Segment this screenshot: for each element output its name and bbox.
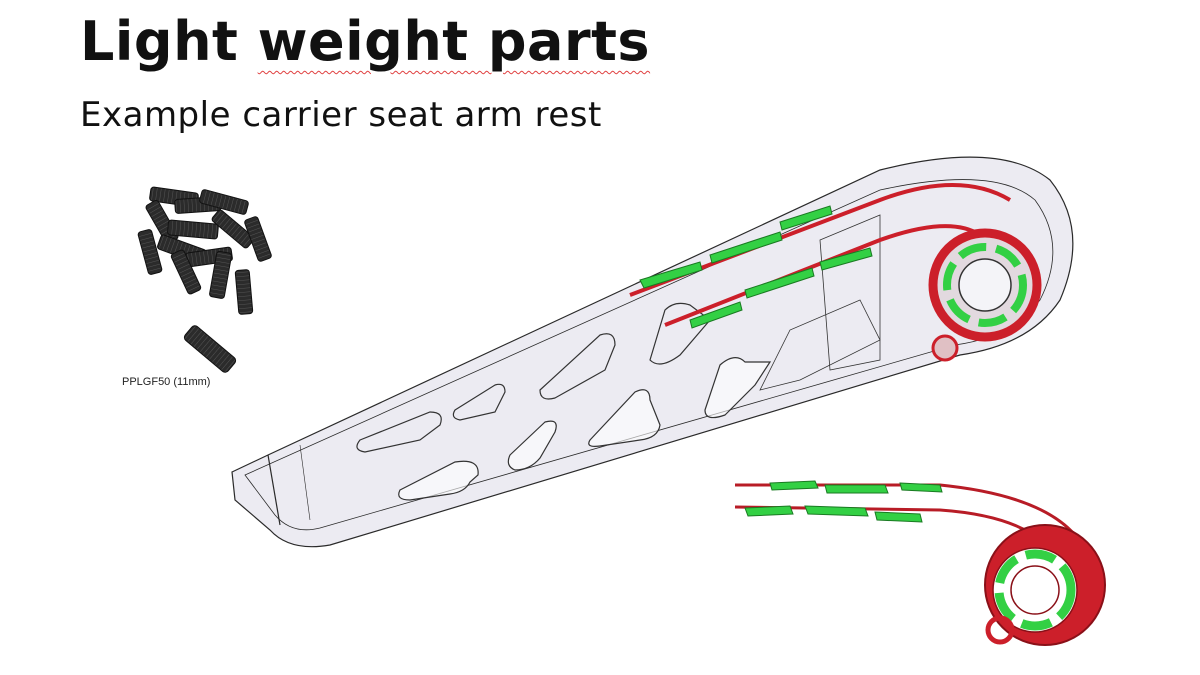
- slide-subtitle: Example carrier seat arm rest: [80, 95, 602, 135]
- slide-title-part1: Light: [80, 10, 239, 73]
- slide-title-part2: weight parts: [257, 10, 651, 73]
- slide-title: Light weight parts: [80, 10, 650, 73]
- pellet-caption: PPLGF50 (11mm): [122, 376, 211, 388]
